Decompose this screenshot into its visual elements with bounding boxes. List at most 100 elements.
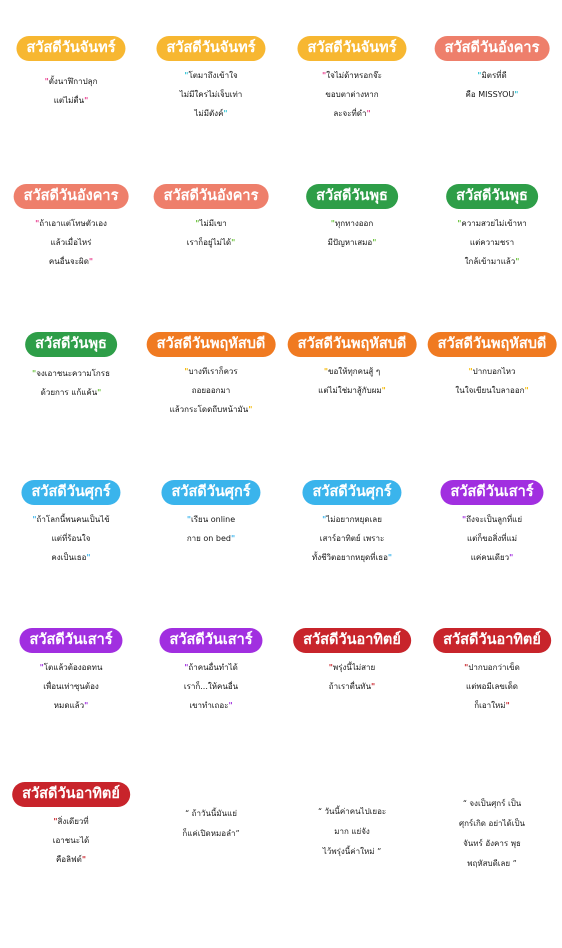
sticker-card[interactable]: สวัสดีวันจันทร์"ตั้งนาฬิกาปลุกแต่ไม่ตื่น… <box>1 36 141 184</box>
sticker-message: "ถ้าโลกนี้พนคนเป็นไข้แต่ที่ร้อนใจคงเป็นเ… <box>1 510 141 567</box>
close-quote-mark: " <box>223 108 228 118</box>
open-quote-mark: " <box>323 366 329 376</box>
sticker-message: " บางทีเราก็ควรถอยออกมาแล้วกระโดดถีบหน้าม… <box>141 362 281 419</box>
message-line: คือ MISSYOU" <box>422 85 562 104</box>
message-line: คือลิฟต์" <box>1 850 141 869</box>
day-badge: สวัสดีวันเสาร์ <box>159 628 263 653</box>
message-line: ด้วยการ แก้แค้น" <box>1 383 141 402</box>
close-quote-mark: " <box>372 237 377 247</box>
sticker-card[interactable]: สวัสดีวันเสาร์ "ถ้าคนอื่นทำได้เราก็...ให้… <box>141 628 281 776</box>
message-line: "ไม่อยากหยุดเลย <box>282 510 422 529</box>
message-text: ถ้าคนอื่นทำได้ <box>188 663 238 672</box>
sticker-card[interactable]: สวัสดีวันจันทร์"โตมาถึงเข้าใจไม่มีใครไม่… <box>141 36 281 184</box>
sticker-message: "จงเอาชนะความโกรธด้วยการ แก้แค้น" <box>1 364 141 402</box>
sticker-card[interactable]: สวัสดีวันอังคาร"ไม่มีเขาเราก็อยู่ไม่ได้" <box>141 184 281 332</box>
open-quote-mark: " <box>186 514 192 524</box>
open-quote-mark: " <box>32 368 37 378</box>
message-line: "โตแล้วต้องอดทน <box>1 658 141 677</box>
sticker-message: "ไม่อยากหยุดเลยเสาร์อาทิตย์ เพราะทั้งชีว… <box>282 510 422 567</box>
sticker-message: "มิตรที่ดีคือ MISSYOU" <box>422 66 562 104</box>
message-text: แล้วกระโดดถีบหน้ามัน <box>169 405 249 414</box>
text-sticker-card[interactable]: “ จงเป็นศุกร์ เป็นศุกร์เกิด อย่าได้เป็นจ… <box>422 790 562 938</box>
message-line: แต่พอมีเลขเด็ด <box>422 677 562 696</box>
message-line: "ถึงจะเป็นลูกที่แย่ <box>422 510 562 529</box>
message-text: เพื่อนเท่าซุนต้อง <box>43 682 99 691</box>
message-text: ในใจเขียนใบลาออก <box>455 386 525 395</box>
sticker-card[interactable]: สวัสดีวันพุธ"ความสวยไม่เข้าหาแต่ความชราใ… <box>422 184 562 332</box>
sticker-card[interactable]: สวัสดีวันพฤหัสบดี"ขอให้ทุกคนสู้ ๆแต่ไม่ใ… <box>282 332 422 480</box>
message-text: แค่คนเดียว <box>470 553 510 562</box>
message-text: เราก็อยู่ไม่ได้ <box>186 238 232 247</box>
sticker-card[interactable]: สวัสดีวันเสาร์"โตแล้วต้องอดทนเพื่อนเท่าซ… <box>1 628 141 776</box>
message-line: ก็เอาใหม่" <box>422 696 562 715</box>
message-line: เพื่อนเท่าซุนต้อง <box>1 677 141 696</box>
message-text: แต่ที่ร้อนใจ <box>51 534 91 543</box>
message-line: "ทุกทางออก <box>282 214 422 233</box>
message-text: ขอให้ทุกคนสู้ ๆ <box>328 367 381 376</box>
message-text: ปากบอกไหว <box>472 367 516 376</box>
close-quote-mark: " <box>248 404 253 414</box>
open-quote-mark: " <box>39 662 44 672</box>
close-quote-mark: " <box>86 552 91 562</box>
message-line: "ถ้าโลกนี้พนคนเป็นไข้ <box>1 510 141 529</box>
message-text: ไม่มีใครไม่เจ็บเท่า <box>179 90 243 99</box>
sticker-card[interactable]: สวัสดีวันอังคาร"มิตรที่ดีคือ MISSYOU" <box>422 36 562 184</box>
message-text: ถึงจะเป็นลูกที่แย่ <box>466 515 523 524</box>
sticker-card[interactable]: สวัสดีวันศุกร์ "ไม่อยากหยุดเลยเสาร์อาทิตย… <box>282 480 422 628</box>
sticker-card[interactable]: สวัสดีวันพุธ"จงเอาชนะความโกรธด้วยการ แก้… <box>1 332 141 480</box>
sticker-message: "ตั้งนาฬิกาปลุกแต่ไม่ตื่น" <box>1 72 141 110</box>
text-sticker-card[interactable]: “ วันนี้ค่าคนไปเยอะมาก แย่จังไว้พรุ่งนี้… <box>282 798 422 946</box>
message-line: ถ้าเราตื่นทัน" <box>282 677 422 696</box>
sticker-card[interactable]: สวัสดีวันพฤหัสบดี"บางทีเราก็ควรถอยออกมาแ… <box>141 332 281 480</box>
sticker-card[interactable]: สวัสดีวันจันทร์"ใจไม่ด้าหรอกจ๊ะขอบตาต่าง… <box>282 36 422 184</box>
text-sticker-card[interactable]: “ ถ้าวันนี้มันแย่ก็แค่เปิดหมอลำ” <box>141 800 281 948</box>
sticker-message: "สิ่งเดียวที่เอาชนะได้คือลิฟต์" <box>1 812 141 869</box>
open-quote-mark: " <box>457 218 462 228</box>
sticker-message: "ถ้าคนอื่นทำได้เราก็...ให้คนอื่นเขาทำเถอ… <box>141 658 281 715</box>
message-line: "ไม่มีเขา <box>141 214 281 233</box>
message-line: เราก็อยู่ไม่ได้" <box>141 233 281 252</box>
plain-quote: “ ถ้าวันนี้มันแย่ก็แค่เปิดหมอลำ” <box>141 804 281 844</box>
message-text: บางทีเราก็ควร <box>188 367 238 376</box>
message-line: แล้วกระโดดถีบหน้ามัน" <box>141 400 281 419</box>
sticker-card[interactable]: สวัสดีวันพฤหัสบดี"ปากบอกไหวในใจเขียนใบลา… <box>422 332 562 480</box>
sticker-message: "โตแล้วต้องอดทนเพื่อนเท่าซุนต้องหมดแล้ว" <box>1 658 141 715</box>
open-quote-mark: " <box>44 76 49 86</box>
message-line: คงเป็นเธอ" <box>1 548 141 567</box>
sticker-card[interactable]: สวัสดีวันศุกร์"ถ้าโลกนี้พนคนเป็นไข้แต่ที… <box>1 480 141 628</box>
sticker-card[interactable]: สวัสดีวันอาทิตย์"พรุ่งนี้ไม่สายถ้าเราตื่… <box>282 628 422 776</box>
sticker-message: "ความสวยไม่เข้าหาแต่ความชราใกล้เข้ามาแล้… <box>422 214 562 271</box>
sticker-card[interactable]: สวัสดีวันพุธ"ทุกทางออกมีปัญหาเสมอ" <box>282 184 422 332</box>
close-quote-mark: " <box>84 700 89 710</box>
sticker-card[interactable]: สวัสดีวันอังคาร"ถ้าเอาแต่โทษตัวเองแล้วเม… <box>1 184 141 332</box>
message-text: แต่ไม่ใช่มาสู้กับผม <box>318 386 382 395</box>
sticker-message: "ขอให้ทุกคนสู้ ๆแต่ไม่ใช่มาสู้กับผม" <box>282 362 422 400</box>
open-quote-mark: " <box>35 218 40 228</box>
plain-quote-line: ศุกร์เกิด อย่าได้เป็น <box>458 819 526 828</box>
day-badge: สวัสดีวันศุกร์ <box>302 480 402 505</box>
message-line: "ปากบอกไหว <box>422 362 562 381</box>
message-text: ถอยออกมา <box>191 386 231 395</box>
message-line: ไม่มีตังค์" <box>141 104 281 123</box>
message-line: "สิ่งเดียวที่ <box>1 812 141 831</box>
message-text: ความสวยไม่เข้าหา <box>461 219 527 228</box>
sticker-card[interactable]: สวัสดีวันเสาร์"ถึงจะเป็นลูกที่แย่แต่ก็ขอ… <box>422 480 562 628</box>
message-text: โตมาถึงเข้าใจ <box>188 71 238 80</box>
sticker-card[interactable]: สวัสดีวันอาทิตย์ "สิ่งเดียวที่เอาชนะได้คื… <box>1 782 141 930</box>
open-quote-mark: " <box>322 70 327 80</box>
open-quote-mark: " <box>53 816 58 826</box>
message-line: แต่ความชรา <box>422 233 562 252</box>
message-line: "เรียน online <box>141 510 281 529</box>
open-quote-mark: " <box>32 514 37 524</box>
message-text: ถ้าเราตื่นทัน <box>328 682 372 691</box>
sticker-card[interactable]: สวัสดีวันอาทิตย์"ปากบอกว่าเข็ดแต่พอมีเลข… <box>422 628 562 776</box>
day-badge: สวัสดีวันอาทิตย์ <box>12 782 130 807</box>
message-text: จงเอาชนะความโกรธ <box>36 369 110 378</box>
plain-quote-line: “ จงเป็นศุกร์ เป็น <box>462 799 522 808</box>
message-line: แต่ไม่ตื่น" <box>1 91 141 110</box>
message-line: เขาทำเถอะ" <box>141 696 281 715</box>
message-line: "จงเอาชนะความโกรธ <box>1 364 141 383</box>
sticker-message: "ถึงจะเป็นลูกที่แย่แต่ก็ขอสิ่งที่แม่แค่ค… <box>422 510 562 567</box>
